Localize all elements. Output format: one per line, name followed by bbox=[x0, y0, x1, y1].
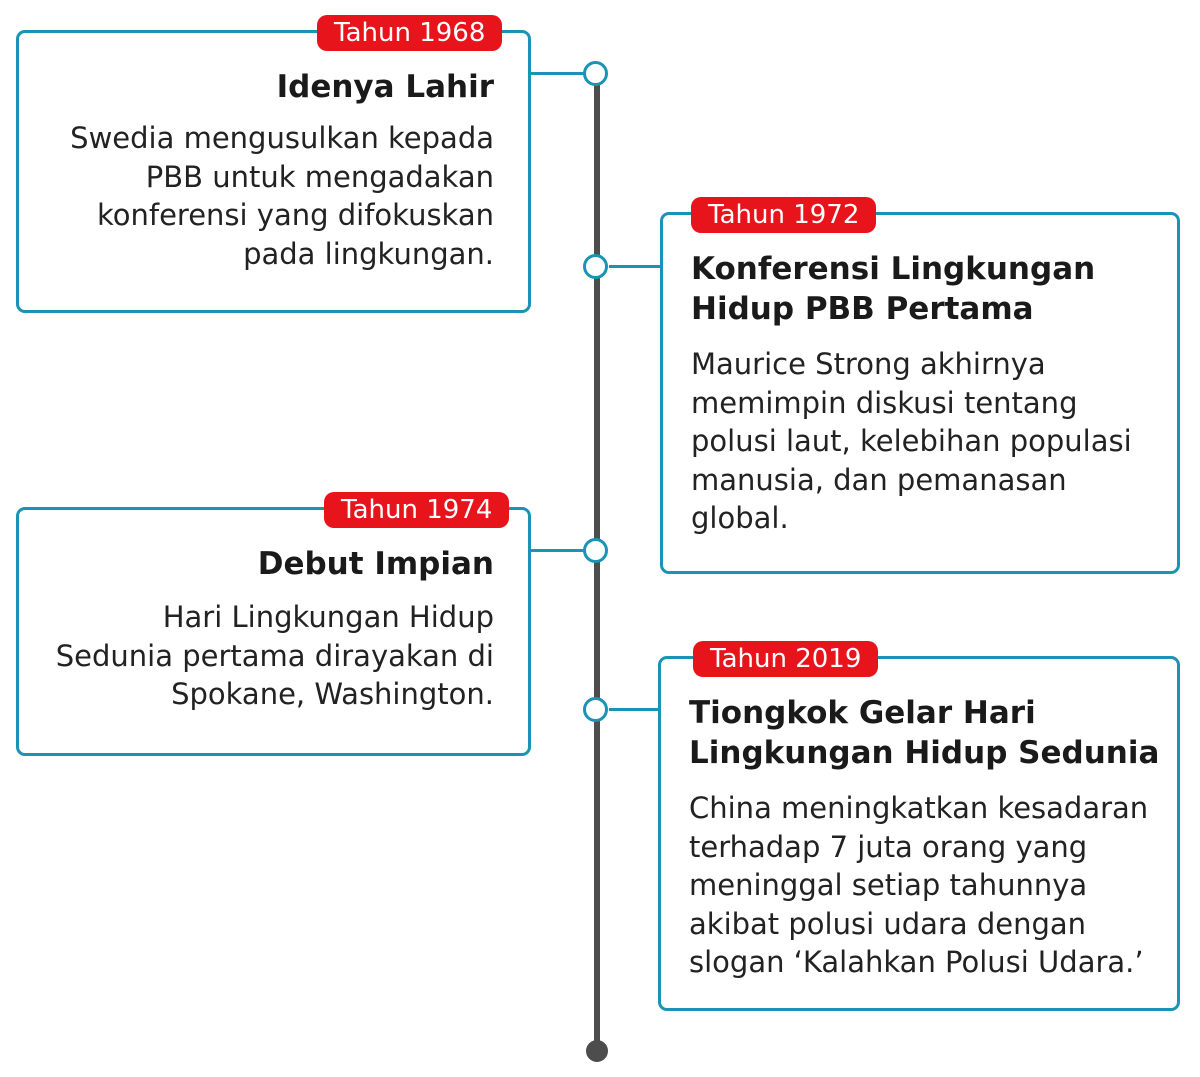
timeline-node-1968 bbox=[583, 61, 608, 86]
body-line: manusia, dan pemanasan bbox=[691, 462, 1067, 497]
body-line: akibat polusi udara dengan bbox=[689, 906, 1087, 941]
title-line: Hidup PBB Pertama bbox=[691, 291, 1034, 327]
body-line: PBB untuk mengadakan bbox=[145, 159, 494, 194]
connector-1968 bbox=[529, 72, 585, 75]
body-line: memimpin diskusi tentang bbox=[691, 385, 1078, 420]
body-line: pada lingkungan. bbox=[243, 236, 494, 271]
event-card-1972: Tahun 1972 Konferensi Lingkungan Hidup P… bbox=[660, 197, 1180, 574]
timeline-node-2019 bbox=[583, 697, 608, 722]
year-badge-1968: Tahun 1968 bbox=[317, 15, 503, 51]
event-body-2019: China meningkatkan kesadaran terhadap 7 … bbox=[689, 789, 1161, 982]
connector-2019 bbox=[609, 708, 661, 711]
timeline-end-dot bbox=[586, 1040, 608, 1062]
body-line: polusi laut, kelebihan populasi bbox=[691, 424, 1132, 458]
body-line: konferensi yang difokuskan bbox=[96, 198, 494, 232]
body-line: Maurice Strong akhirnya bbox=[691, 347, 1046, 381]
title-line: Tiongkok Gelar Hari bbox=[689, 695, 1036, 731]
event-card-2019: Tahun 2019 Tiongkok Gelar Hari Lingkunga… bbox=[658, 641, 1180, 1011]
event-body-1968: Swedia mengusulkan kepada PBB untuk meng… bbox=[39, 119, 494, 273]
timeline-node-1974 bbox=[583, 538, 608, 563]
event-card-1968: Tahun 1968 Idenya Lahir Swedia mengusulk… bbox=[16, 15, 531, 313]
event-title-1968: Idenya Lahir bbox=[276, 69, 494, 105]
body-line: Hari Lingkungan Hidup bbox=[162, 600, 494, 634]
connector-1972 bbox=[609, 265, 663, 268]
timeline-spine bbox=[594, 75, 600, 1051]
event-body-1972: Maurice Strong akhirnya memimpin diskusi… bbox=[691, 345, 1157, 538]
connector-1974 bbox=[529, 549, 585, 552]
title-line: Konferensi Lingkungan bbox=[691, 251, 1096, 287]
body-line: Spokane, Washington. bbox=[171, 677, 494, 711]
year-badge-1972: Tahun 1972 bbox=[691, 197, 877, 233]
event-body-1974: Hari Lingkungan Hidup Sedunia pertama di… bbox=[39, 598, 494, 714]
year-badge-2019: Tahun 2019 bbox=[693, 641, 879, 677]
event-title-1972: Konferensi Lingkungan Hidup PBB Pertama bbox=[691, 249, 1157, 329]
event-title-1974: Debut Impian bbox=[257, 546, 494, 582]
body-line: terhadap 7 juta orang yang bbox=[689, 829, 1088, 864]
body-line: meninggal setiap tahunnya bbox=[689, 868, 1088, 902]
body-line: China meningkatkan kesadaran bbox=[689, 791, 1149, 825]
body-line: Swedia mengusulkan kepada bbox=[70, 121, 494, 155]
event-title-2019: Tiongkok Gelar Hari Lingkungan Hidup Sed… bbox=[689, 693, 1161, 773]
body-line: Sedunia pertama dirayakan di bbox=[55, 638, 494, 673]
body-line: global. bbox=[691, 501, 789, 535]
timeline-node-1972 bbox=[583, 254, 608, 279]
body-line: slogan ‘Kalahkan Polusi Udara.’ bbox=[689, 945, 1144, 979]
title-line: Lingkungan Hidup Sedunia bbox=[689, 735, 1160, 771]
year-badge-1974: Tahun 1974 bbox=[324, 492, 510, 528]
event-card-1974: Tahun 1974 Debut Impian Hari Lingkungan … bbox=[16, 492, 531, 756]
